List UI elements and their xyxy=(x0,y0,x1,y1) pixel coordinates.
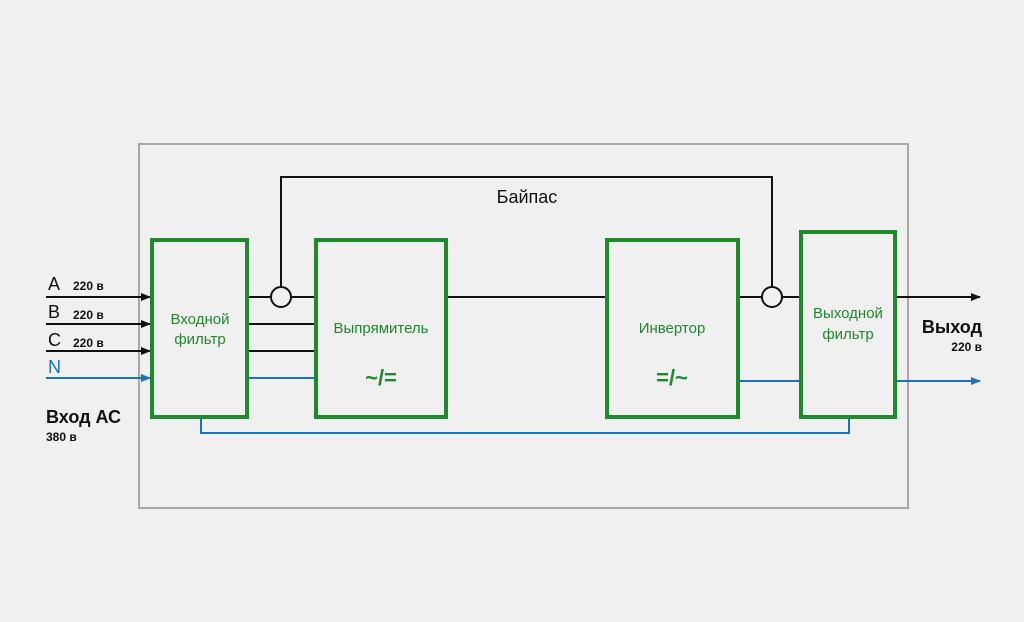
phase-a-voltage: 220 в xyxy=(73,279,104,293)
phase-c-letter: C xyxy=(48,330,61,350)
input-voltage: 380 в xyxy=(46,430,77,444)
inverter-symbol: =/~ xyxy=(656,365,688,390)
output-title: Выход xyxy=(922,317,983,337)
bypass-label: Байпас xyxy=(497,187,558,207)
output-filter-label-line1: Выходной xyxy=(813,305,883,322)
neutral-bus-line xyxy=(200,417,850,434)
phase-b-voltage: 220 в xyxy=(73,308,104,322)
neutral-letter: N xyxy=(48,357,61,377)
phase-c-voltage: 220 в xyxy=(73,336,104,350)
bypass-switch-in xyxy=(270,286,292,308)
rectifier-label: Выпрямитель xyxy=(333,320,428,337)
inverter-block xyxy=(605,238,740,419)
input-filter-block xyxy=(150,238,249,419)
phase-b-letter: B xyxy=(48,302,60,322)
rectifier-symbol: ~/= xyxy=(365,365,397,390)
output-filter-block xyxy=(799,230,897,419)
rectifier-block xyxy=(314,238,448,419)
bypass-switch-out xyxy=(761,286,783,308)
ups-frame xyxy=(138,143,909,509)
input-filter-label-line1: Входной xyxy=(171,311,230,328)
input-title: Вход АС xyxy=(46,407,121,427)
output-filter-label-line2: фильтр xyxy=(822,326,873,343)
inverter-label: Инвертор xyxy=(639,320,706,337)
bypass-line xyxy=(280,176,773,286)
output-voltage: 220 в xyxy=(951,340,982,354)
input-filter-label-line2: фильтр xyxy=(174,331,225,348)
phase-a-letter: A xyxy=(48,274,60,294)
